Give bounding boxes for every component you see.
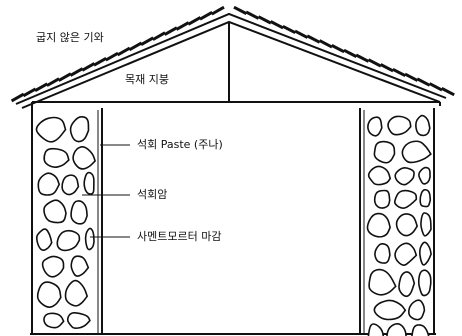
stone (70, 200, 88, 225)
stone (35, 228, 53, 251)
stone (418, 166, 431, 185)
stone (367, 165, 392, 186)
roof-tile (318, 39, 333, 49)
stone (69, 116, 90, 143)
roof-tile (81, 62, 96, 72)
roof-tile (199, 11, 213, 21)
roof-tile (379, 63, 394, 73)
roof-tile (105, 51, 119, 62)
leader-lines (82, 144, 130, 238)
roof-tile (69, 67, 84, 77)
stone (419, 241, 432, 266)
label-roof-tiles: 굽지 않은 기와 (36, 31, 104, 44)
stone (43, 199, 67, 224)
stone (64, 279, 89, 307)
roof-tile (163, 26, 178, 36)
roof-tile (331, 44, 345, 54)
stone (37, 172, 61, 196)
roof-tile (128, 41, 143, 52)
stone (367, 116, 383, 137)
roof-tile (257, 15, 272, 25)
stone (366, 212, 391, 238)
label-limestone: 석회암 (137, 188, 168, 201)
stone (373, 140, 396, 164)
roof-tile (116, 46, 131, 57)
stone (84, 227, 95, 251)
label-wood-roof: 목재 지붕 (125, 73, 169, 86)
stone (367, 323, 385, 336)
stone (387, 115, 412, 136)
stone (393, 189, 418, 209)
roof-tiles (10, 5, 455, 103)
roof-tile (22, 87, 37, 98)
label-lime-paste: 석회 Paste (주나) (137, 138, 223, 151)
stone (43, 312, 65, 329)
stone (368, 268, 397, 296)
stone (394, 167, 415, 186)
roof-tile (367, 58, 382, 68)
roof-tile (282, 24, 296, 35)
roof-tile (46, 77, 60, 87)
stone (36, 281, 62, 308)
roof-tile (93, 57, 107, 67)
stone (83, 171, 95, 195)
roof-tile (175, 21, 190, 31)
stone (72, 146, 97, 170)
stone (417, 269, 432, 297)
stone (420, 212, 432, 237)
stone (66, 311, 91, 330)
roof-tile (140, 36, 155, 47)
roof-structure (15, 12, 447, 109)
stone (411, 324, 430, 336)
label-cement-finish: 사멘트모르터 마감 (137, 230, 222, 243)
roof-tile (416, 77, 431, 87)
stone (415, 114, 431, 137)
stone (56, 229, 81, 252)
stone (394, 242, 418, 266)
roof-tile (392, 67, 406, 78)
stone (70, 255, 90, 277)
stone (43, 147, 70, 168)
stone (373, 189, 391, 209)
roof-tile (441, 87, 455, 97)
roof-tile (211, 5, 225, 16)
stone (395, 213, 419, 237)
stone (373, 299, 407, 321)
stone (41, 255, 65, 278)
roof-tile (34, 82, 49, 93)
roof-tile (294, 29, 309, 39)
roof-tile (269, 20, 284, 30)
stone-wall-left (35, 116, 97, 330)
roof-tile (233, 5, 248, 15)
stone (401, 140, 432, 164)
roof-tile (187, 16, 202, 26)
stone (61, 174, 80, 196)
stone (407, 299, 426, 321)
stone (419, 188, 432, 208)
stone (398, 271, 416, 298)
stone (386, 322, 407, 336)
roof-tile (245, 10, 260, 20)
roof-tile (152, 31, 166, 41)
roof-tile (306, 34, 321, 44)
roof-tile (428, 82, 443, 92)
roof-tile (355, 53, 370, 63)
roof-tile (10, 92, 25, 103)
house-walls (30, 108, 436, 335)
stone (35, 116, 67, 143)
roof-tile (404, 72, 419, 82)
stone (374, 243, 391, 264)
stone-wall-right (366, 114, 432, 336)
roof-tile (343, 48, 358, 58)
roof-tile (57, 72, 72, 82)
